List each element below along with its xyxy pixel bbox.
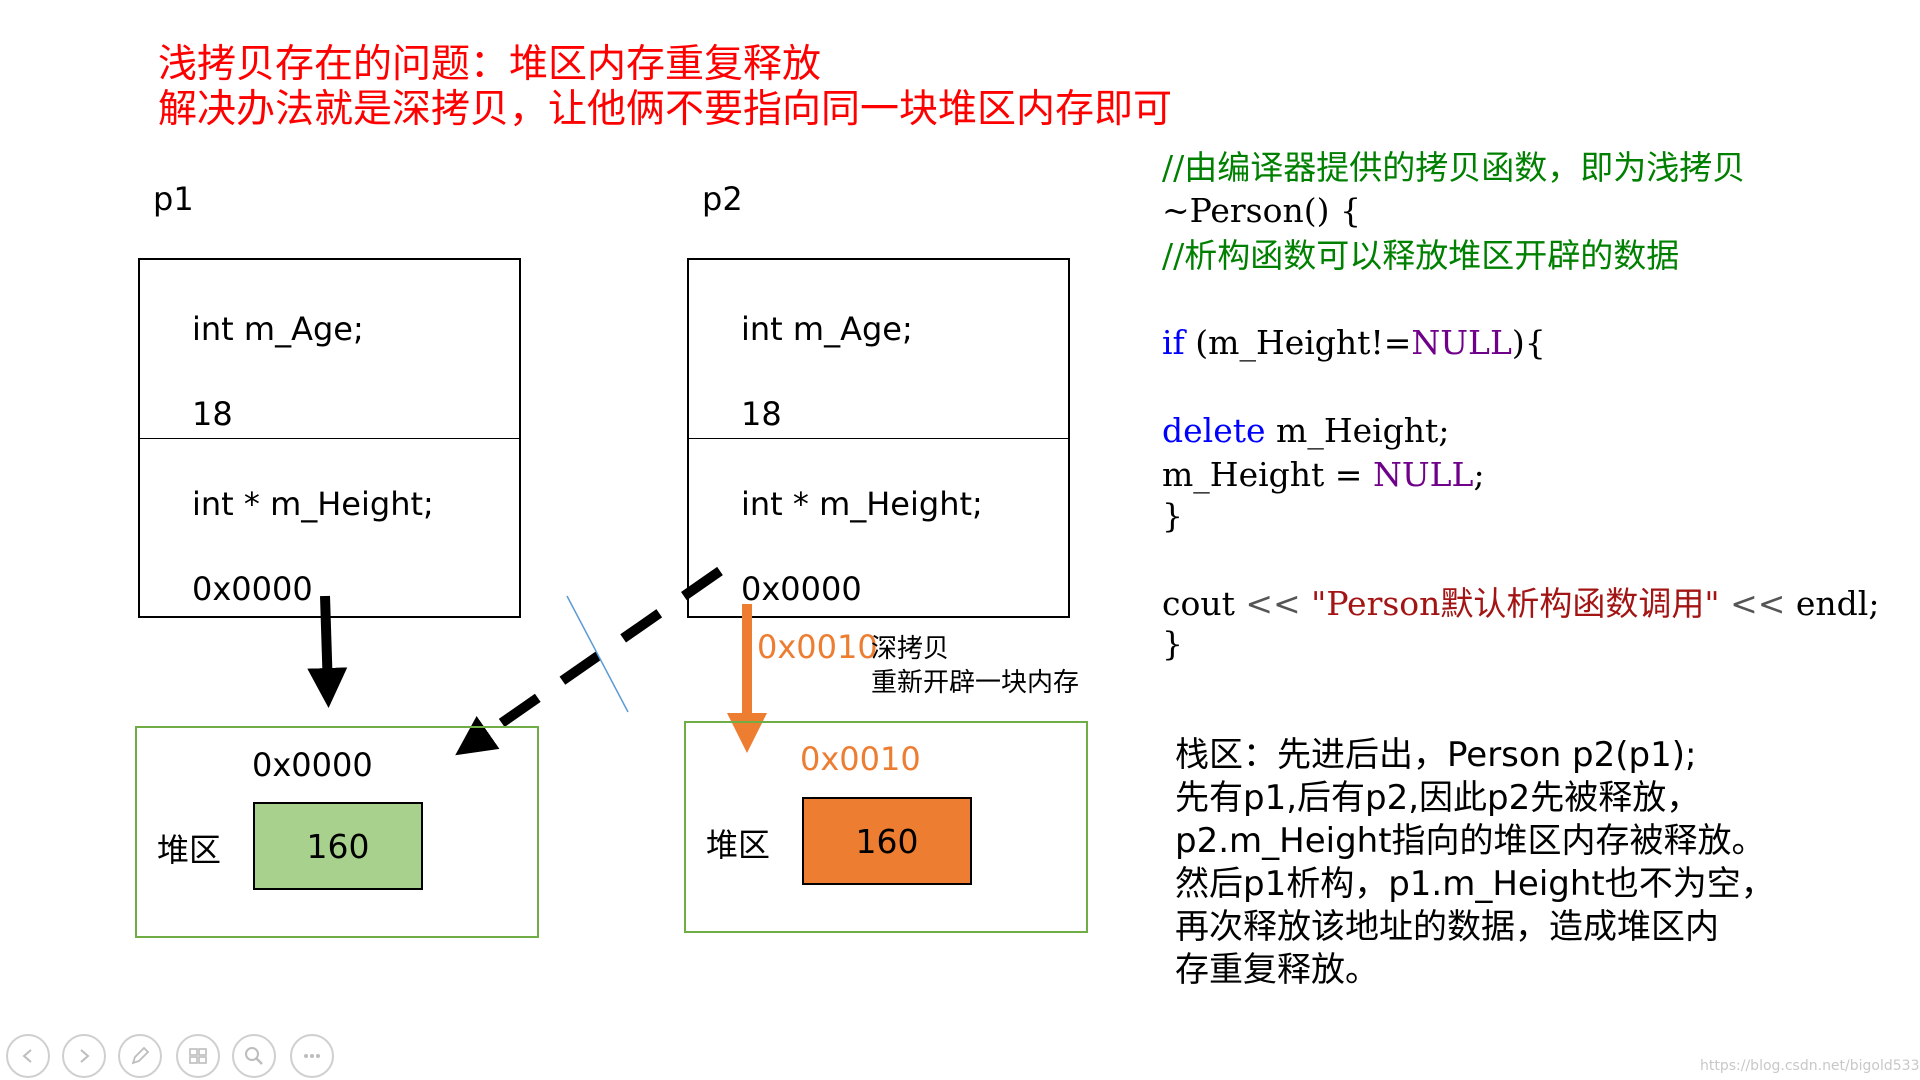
code-assign-null: NULL [1372, 455, 1474, 494]
p2-new-address: 0x0010 [757, 628, 878, 666]
p2-heap-box: 0x0010 堆区 160 [684, 721, 1088, 933]
p2-dangling-pointer-arrow [455, 566, 723, 756]
p2-divider [689, 438, 1068, 439]
code-if-keyword: if [1162, 323, 1185, 362]
title-line-2: 解决办法就是深拷贝，让他俩不要指向同一块堆区内存即可 [158, 87, 1173, 132]
explanation-note: 栈区：先进后出，Person p2(p1); 先有p1,后有p2,因此p2先被释… [1175, 734, 1775, 992]
note-line-6: 存重复释放。 [1175, 950, 1379, 990]
note-line-4: 然后p1析构，p1.m_Height也不为空， [1175, 864, 1775, 904]
zoom-icon[interactable] [232, 1034, 276, 1078]
code-if-cond-b: ){ [1511, 323, 1546, 362]
code-destructor: ~Person() { [1162, 191, 1361, 230]
p1-divider [140, 438, 519, 439]
code-cout-b: endl; [1785, 584, 1880, 623]
p1-age-value: 18 [192, 395, 233, 433]
note-line-3: p2.m_Height指向的堆区内存被释放。 [1175, 821, 1766, 861]
code-if-line: if (m_Height!=NULL){ [1162, 323, 1546, 363]
code-delete-line: delete m_Height; [1162, 411, 1449, 451]
note-line-2: 先有p1,后有p2,因此p2先被释放， [1175, 778, 1701, 818]
p2-object-box: int m_Age; 18 int * m_Height; 0x0000 [687, 258, 1070, 618]
p2-height-value: 0x0000 [741, 570, 862, 608]
p1-height-decl: int * m_Height; [192, 485, 434, 523]
p2-age-value: 18 [741, 395, 782, 433]
code-if-cond-a: (m_Height!= [1184, 323, 1412, 362]
pen-icon[interactable] [118, 1034, 162, 1078]
watermark: https://blog.csdn.net/bigold533 [1700, 1058, 1920, 1074]
p1-height-value: 0x0000 [192, 570, 313, 608]
code-delete-keyword: delete [1162, 411, 1266, 450]
code-cout-op-1: << [1245, 584, 1301, 623]
code-cout-op-2: << [1730, 584, 1786, 623]
p1-object-box: int m_Age; 18 int * m_Height; 0x0000 [138, 258, 521, 618]
p2-label: p2 [702, 180, 743, 218]
deep-copy-note: 重新开辟一块内存 [871, 668, 1080, 698]
code-delete-rest: m_Height; [1265, 411, 1450, 450]
p2-heap-address: 0x0010 [800, 740, 921, 778]
note-line-5: 再次释放该地址的数据，造成堆区内 [1175, 907, 1719, 947]
code-assign-b: ; [1473, 455, 1485, 494]
code-assign-line: m_Height = NULL; [1162, 455, 1485, 495]
title-line-1: 浅拷贝存在的问题：堆区内存重复释放 [158, 42, 822, 87]
p1-heap-address: 0x0000 [252, 746, 373, 784]
cut-line [566, 595, 629, 713]
p1-age-decl: int m_Age; [192, 310, 364, 348]
p2-heap-cell: 160 [802, 797, 972, 885]
p2-height-decl: int * m_Height; [741, 485, 983, 523]
note-line-1: 栈区：先进后出，Person p2(p1); [1175, 735, 1697, 775]
p2-heap-label: 堆区 [706, 826, 771, 864]
more-icon[interactable] [290, 1034, 334, 1078]
slides-icon[interactable] [176, 1034, 220, 1078]
code-cout-line: cout << "Person默认析构函数调用" << endl; [1162, 584, 1879, 624]
code-cout-a: cout [1162, 584, 1246, 623]
code-close-1: } [1162, 496, 1183, 535]
p1-heap-value: 160 [306, 826, 370, 866]
code-close-2: } [1162, 624, 1183, 663]
p1-label: p1 [153, 180, 194, 218]
code-comment-1: //由编译器提供的拷贝函数，即为浅拷贝 [1162, 148, 1746, 187]
code-cout-string: "Person默认析构函数调用" [1300, 584, 1731, 623]
p1-pointer-arrow [307, 595, 348, 708]
p1-heap-cell: 160 [253, 802, 423, 890]
deep-copy-label: 深拷贝 [871, 634, 950, 664]
p1-heap-label: 堆区 [157, 831, 222, 869]
code-comment-2: //析构函数可以释放堆区开辟的数据 [1162, 236, 1680, 275]
code-assign-a: m_Height = [1162, 455, 1373, 494]
prev-icon[interactable] [6, 1034, 50, 1078]
p1-heap-box: 0x0000 堆区 160 [135, 726, 539, 938]
code-if-null: NULL [1411, 323, 1512, 362]
p2-age-decl: int m_Age; [741, 310, 913, 348]
p2-heap-value: 160 [855, 821, 919, 861]
next-icon[interactable] [62, 1034, 106, 1078]
